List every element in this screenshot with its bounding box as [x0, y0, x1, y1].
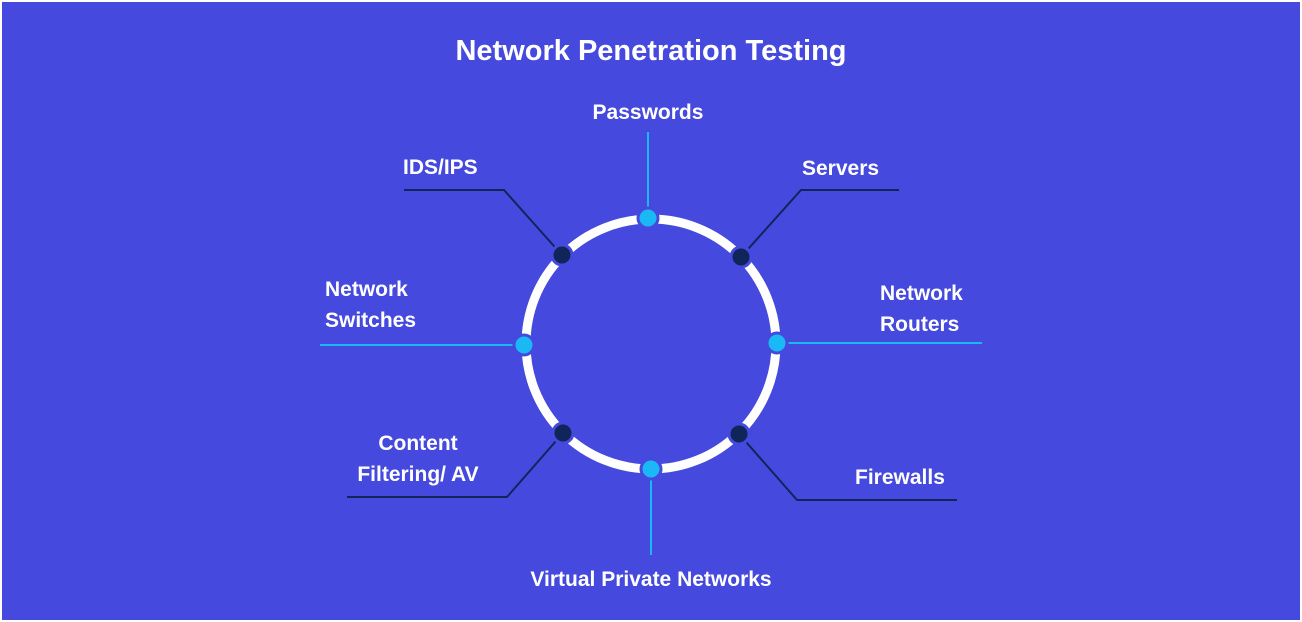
content-filtering-av-label-line: Filtering/ AV: [357, 463, 478, 486]
connector-lines: [320, 132, 982, 555]
content-filtering-av-connector-line: [347, 432, 564, 498]
node-dots: [512, 206, 789, 481]
ids-ips-label: IDS/IPS: [403, 156, 478, 179]
servers-connector-line: [740, 189, 899, 258]
virtual-private-networks-label-line: Virtual Private Networks: [530, 568, 771, 591]
virtual-private-networks-label: Virtual Private Networks: [530, 568, 771, 591]
ids-ips-node-dot: [550, 243, 574, 267]
passwords-label: Passwords: [593, 101, 704, 124]
ids-ips-label-line: IDS/IPS: [403, 156, 478, 179]
network-switches-label-line: Network: [325, 278, 408, 301]
content-filtering-av-label-line: Content: [378, 432, 457, 455]
network-switches-label-line: Switches: [325, 309, 416, 332]
firewalls-node-dot: [727, 422, 751, 446]
servers-node-dot: [729, 245, 753, 269]
virtual-private-networks-node-dot: [639, 457, 663, 481]
content-filtering-av-node-dot: [551, 421, 575, 445]
ids-ips-connector-line: [404, 189, 563, 256]
diagram-title: Network Penetration Testing: [455, 35, 846, 67]
network-routers-label-line: Network: [880, 282, 963, 305]
firewalls-connector-line: [738, 433, 957, 501]
passwords-node-dot: [636, 206, 660, 230]
servers-label: Servers: [802, 157, 879, 180]
network-routers-label-line: Routers: [880, 313, 959, 336]
servers-label-line: Servers: [802, 157, 879, 180]
firewalls-label-line: Firewalls: [855, 466, 945, 489]
passwords-label-line: Passwords: [593, 101, 704, 124]
network-routers-node-dot: [765, 331, 789, 355]
firewalls-label: Firewalls: [855, 466, 945, 489]
network-switches-node-dot: [512, 333, 536, 357]
